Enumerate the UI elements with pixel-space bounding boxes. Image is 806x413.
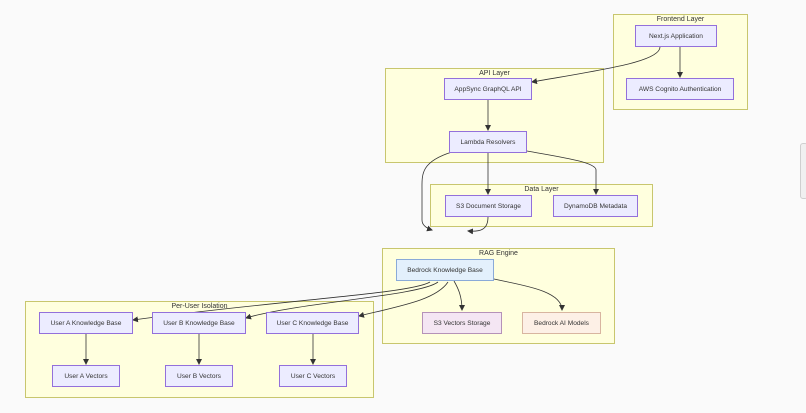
node-label-userA-vec: User A Vectors xyxy=(64,372,108,380)
node-nextjs-application[interactable]: Next.js Application xyxy=(635,25,717,47)
node-label-bedrock-kb: Bedrock Knowledge Base xyxy=(407,266,483,274)
node-label-userB-kb: User B Knowledge Base xyxy=(163,319,235,327)
cluster-label-data: Data Layer xyxy=(524,186,559,193)
cluster-label-rag: RAG Engine xyxy=(479,250,518,257)
node-label-nextjs: Next.js Application xyxy=(649,32,703,40)
node-s3-document-storage[interactable]: S3 Document Storage xyxy=(445,195,532,217)
node-label-userC-kb: User C Knowledge Base xyxy=(276,319,349,327)
node-bedrock-knowledge-base[interactable]: Bedrock Knowledge Base xyxy=(396,259,494,281)
node-lambda-resolvers[interactable]: Lambda Resolvers xyxy=(449,131,527,153)
node-s3-vectors-storage[interactable]: S3 Vectors Storage xyxy=(422,312,502,334)
scroll-handle[interactable] xyxy=(800,143,806,199)
cluster-label-frontend: Frontend Layer xyxy=(656,16,705,23)
node-user-a-knowledge-base[interactable]: User A Knowledge Base xyxy=(39,312,133,334)
node-label-s3doc: S3 Document Storage xyxy=(456,202,521,210)
cluster-label-isolation: Per-User Isolation xyxy=(171,303,228,310)
node-label-bedrock-ai: Bedrock AI Models xyxy=(534,319,589,327)
node-user-b-vectors[interactable]: User B Vectors xyxy=(165,365,233,387)
node-user-c-vectors[interactable]: User C Vectors xyxy=(279,365,347,387)
node-bedrock-ai-models[interactable]: Bedrock AI Models xyxy=(522,312,601,334)
node-user-b-knowledge-base[interactable]: User B Knowledge Base xyxy=(152,312,246,334)
node-appsync-graphql-api[interactable]: AppSync GraphQL API xyxy=(444,78,532,100)
node-label-appsync: AppSync GraphQL API xyxy=(454,85,522,93)
node-aws-cognito-authentication[interactable]: AWS Cognito Authentication xyxy=(626,78,734,100)
node-label-userB-vec: User B Vectors xyxy=(177,372,221,380)
node-label-lambda: Lambda Resolvers xyxy=(460,138,516,146)
node-label-userC-vec: User C Vectors xyxy=(290,372,336,380)
cluster-label-api: API Layer xyxy=(479,70,510,77)
node-label-s3vectors: S3 Vectors Storage xyxy=(433,319,491,327)
node-user-a-vectors[interactable]: User A Vectors xyxy=(52,365,120,387)
node-dynamodb-metadata[interactable]: DynamoDB Metadata xyxy=(553,195,638,217)
node-label-userA-kb: User A Knowledge Base xyxy=(50,319,122,327)
node-label-dynamo: DynamoDB Metadata xyxy=(563,202,628,210)
node-label-cognito: AWS Cognito Authentication xyxy=(638,85,722,93)
node-user-c-knowledge-base[interactable]: User C Knowledge Base xyxy=(266,312,359,334)
